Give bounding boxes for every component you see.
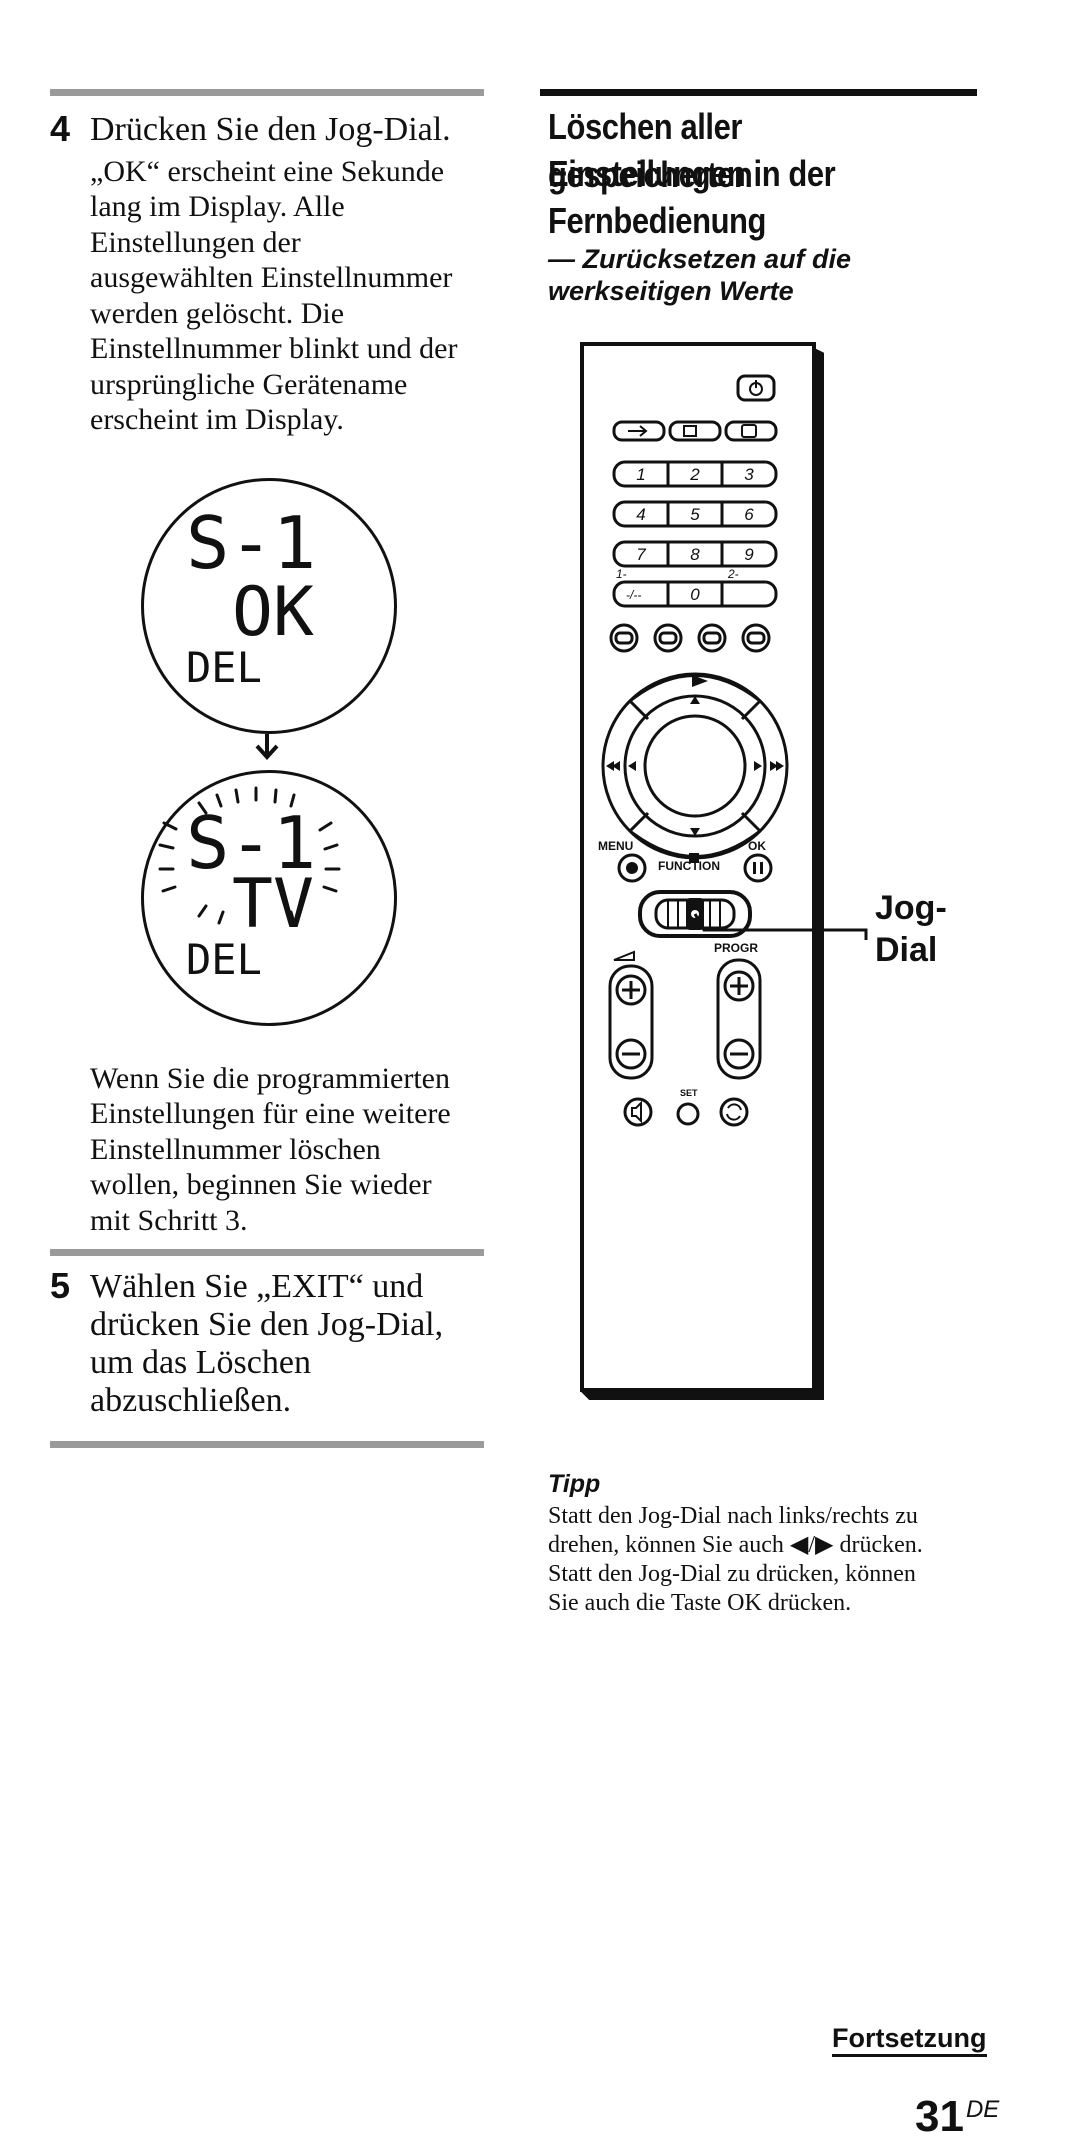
arrow-down-icon	[255, 734, 279, 760]
tip-line: Sie auch die Taste OK drücken.	[548, 1590, 852, 1616]
bottom-rule-left	[50, 1441, 484, 1448]
progr-label: PROGR	[714, 941, 758, 955]
note-line: Wenn Sie die programmierten	[90, 1062, 450, 1095]
step-4-line: Einstellnummer blinkt und der	[90, 332, 458, 365]
menu-label: MENU	[598, 839, 633, 853]
power-button	[736, 374, 776, 402]
set-label: SET	[680, 1088, 698, 1098]
step-4-line: ursprüngliche Gerätename	[90, 368, 408, 401]
page-number-suffix: DE	[965, 2096, 1000, 2123]
step-4-line: „OK“ erscheint eine Sekunde	[90, 155, 445, 188]
lcd-line-3: DEL	[186, 643, 262, 692]
center-button	[643, 714, 747, 818]
label-one-dash: 1-	[616, 567, 627, 581]
callout-jog: Jog-	[875, 889, 947, 927]
tip-line: drehen, können Sie auch ◀/▶ drücken.	[548, 1532, 923, 1558]
heading-line: Löschen aller gespeicherten	[548, 106, 753, 195]
subheading-line: — Zurücksetzen auf die	[548, 244, 852, 274]
key-1: 1	[636, 465, 645, 484]
mid-rule-left	[50, 1249, 484, 1256]
page-number-value: 31	[915, 2092, 964, 2141]
lcd-line-3: DEL	[186, 935, 262, 984]
heading-line: Fernbedienung	[548, 200, 767, 241]
tip-line: Statt den Jog-Dial zu drücken, können	[548, 1561, 916, 1587]
key-5: 5	[690, 505, 700, 524]
ok-label: OK	[748, 839, 766, 853]
step-4-line: ausgewählten Einstellnummer	[90, 261, 453, 294]
step-4-line: lang im Display. Alle	[90, 190, 345, 223]
lcd-line-2: OK	[232, 573, 314, 652]
key-6: 6	[744, 505, 754, 524]
ok-button	[743, 853, 773, 883]
step-4-line: erscheint im Display.	[90, 403, 344, 436]
subheading-line: werkseitigen Werte	[548, 276, 794, 306]
set-button	[676, 1102, 700, 1126]
tip-line: Statt den Jog-Dial nach links/rechts zu	[548, 1503, 918, 1529]
key-8: 8	[690, 545, 700, 564]
teletext-button	[668, 420, 722, 442]
continued-text: Fortsetzung	[832, 2023, 987, 2053]
menu-button	[617, 853, 647, 883]
step-5-line: Wählen Sie „EXIT“ und	[90, 1268, 424, 1305]
continued-label: Fortsetzung	[832, 2022, 987, 2057]
callout-dial: Dial	[875, 931, 938, 969]
note-line: mit Schritt 3.	[90, 1204, 248, 1237]
function-label: FUNCTION	[658, 859, 720, 873]
tv-button	[724, 420, 778, 442]
page-number: 31DE	[915, 2092, 999, 2142]
key-4: 4	[636, 505, 645, 524]
step-4-line: werden gelöscht. Die	[90, 297, 345, 330]
key-2: 2	[689, 465, 700, 484]
function-jog-dial	[638, 890, 752, 938]
key-0: 0	[690, 585, 700, 604]
top-rule-right	[540, 89, 977, 96]
lcd-display-ok: S-1 OK DEL	[141, 478, 397, 734]
lcd-line-1: S-1	[186, 501, 317, 585]
key-9: 9	[744, 545, 754, 564]
note-line: Einstellnummer löschen	[90, 1133, 381, 1166]
input-button	[612, 420, 666, 442]
step-4-line: Einstellungen der	[90, 226, 301, 259]
lcd-line-2: TV	[232, 865, 314, 944]
label-two-dash: 2-	[727, 567, 739, 581]
step-5-line: abzuschließen.	[90, 1382, 292, 1419]
note-line: wollen, beginnen Sie wieder	[90, 1168, 432, 1201]
step-5-number: 5	[50, 1265, 71, 1306]
blink-rays-icon	[158, 786, 341, 925]
lcd-display-tv: S-1 TV DEL	[141, 770, 397, 1026]
step-4-title: Drücken Sie den Jog-Dial.	[90, 111, 451, 148]
step-4-number: 4	[50, 108, 71, 149]
top-rule-left	[50, 89, 484, 96]
step-5-line: um das Löschen	[90, 1344, 311, 1381]
remote-control-illustration: 1 2 3 4 5 6 7 8 9 0 -/-- 1- 2- MENU FUNC…	[580, 342, 868, 1400]
mute-button	[623, 1097, 653, 1127]
step-5-line: drücken Sie den Jog-Dial,	[90, 1306, 444, 1343]
key-7: 7	[636, 545, 646, 564]
heading-line: Einstellungen in der	[548, 153, 836, 194]
note-line: Einstellungen für eine weitere	[90, 1097, 451, 1130]
lcd-line-1: S-1	[186, 801, 317, 885]
tip-title: Tipp	[548, 1470, 601, 1498]
key-3: 3	[744, 465, 754, 484]
return-button	[719, 1097, 749, 1127]
key-dash: -/--	[626, 588, 641, 602]
program-rocker	[716, 958, 762, 1080]
volume-rocker	[608, 964, 654, 1080]
